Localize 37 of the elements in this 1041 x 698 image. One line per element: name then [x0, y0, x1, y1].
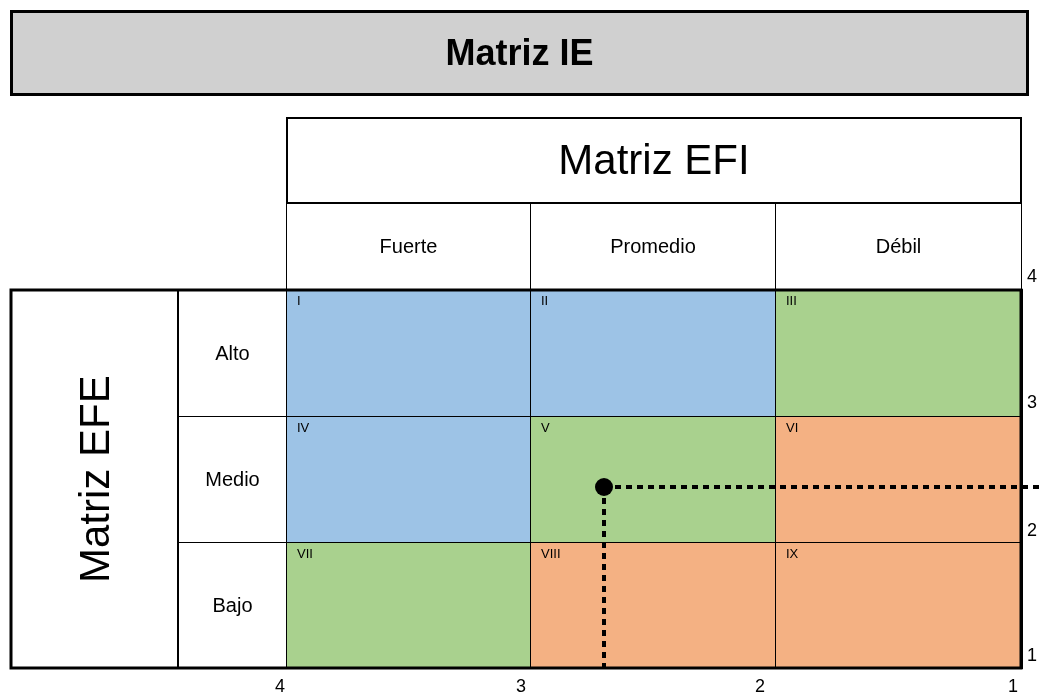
header-label: Débil: [875, 235, 922, 258]
cell-number: VII: [297, 547, 313, 562]
header-label: Matriz EFI: [558, 136, 750, 185]
matrix-cell: [530, 542, 776, 669]
axis-tick-label: 3: [1027, 391, 1037, 413]
header-label: Promedio: [610, 235, 696, 258]
axis-tick-label: 2: [755, 675, 765, 697]
matrix-cell: [775, 289, 1023, 417]
axis-tick-label: 4: [275, 675, 285, 697]
cell-number: III: [786, 294, 797, 309]
cell-number: IV: [297, 421, 310, 436]
cell-number: II: [541, 294, 549, 309]
matrix-cell: [530, 289, 776, 417]
header-label: Fuerte: [379, 235, 438, 258]
header-label: Matriz EFE: [70, 375, 119, 583]
axis-tick-label: 3: [516, 675, 526, 697]
matrix-cell: [286, 289, 531, 417]
axis-tick-label: 2: [1027, 519, 1037, 541]
title: Matriz IE: [445, 32, 594, 74]
matrix-cell: [286, 542, 531, 669]
header-label: Medio: [205, 468, 260, 491]
cell-number: IX: [786, 547, 799, 562]
header-box: [286, 117, 1022, 204]
cell-number: VIII: [541, 547, 561, 562]
cell-number: VI: [786, 421, 799, 436]
cell-number: I: [297, 294, 301, 309]
axis-tick-label: 1: [1008, 675, 1018, 697]
header-label: Alto: [215, 341, 250, 365]
matrix-cell: [775, 416, 1023, 543]
matrix-cell: [775, 542, 1023, 669]
axis-tick-label: 1: [1027, 644, 1037, 666]
header-label: Bajo: [212, 594, 253, 617]
matrix-cell: [286, 416, 531, 543]
title-box: [10, 10, 1029, 96]
cell-number: V: [541, 421, 550, 436]
matrix-cell: [530, 416, 776, 543]
axis-tick-label: 4: [1027, 265, 1037, 287]
